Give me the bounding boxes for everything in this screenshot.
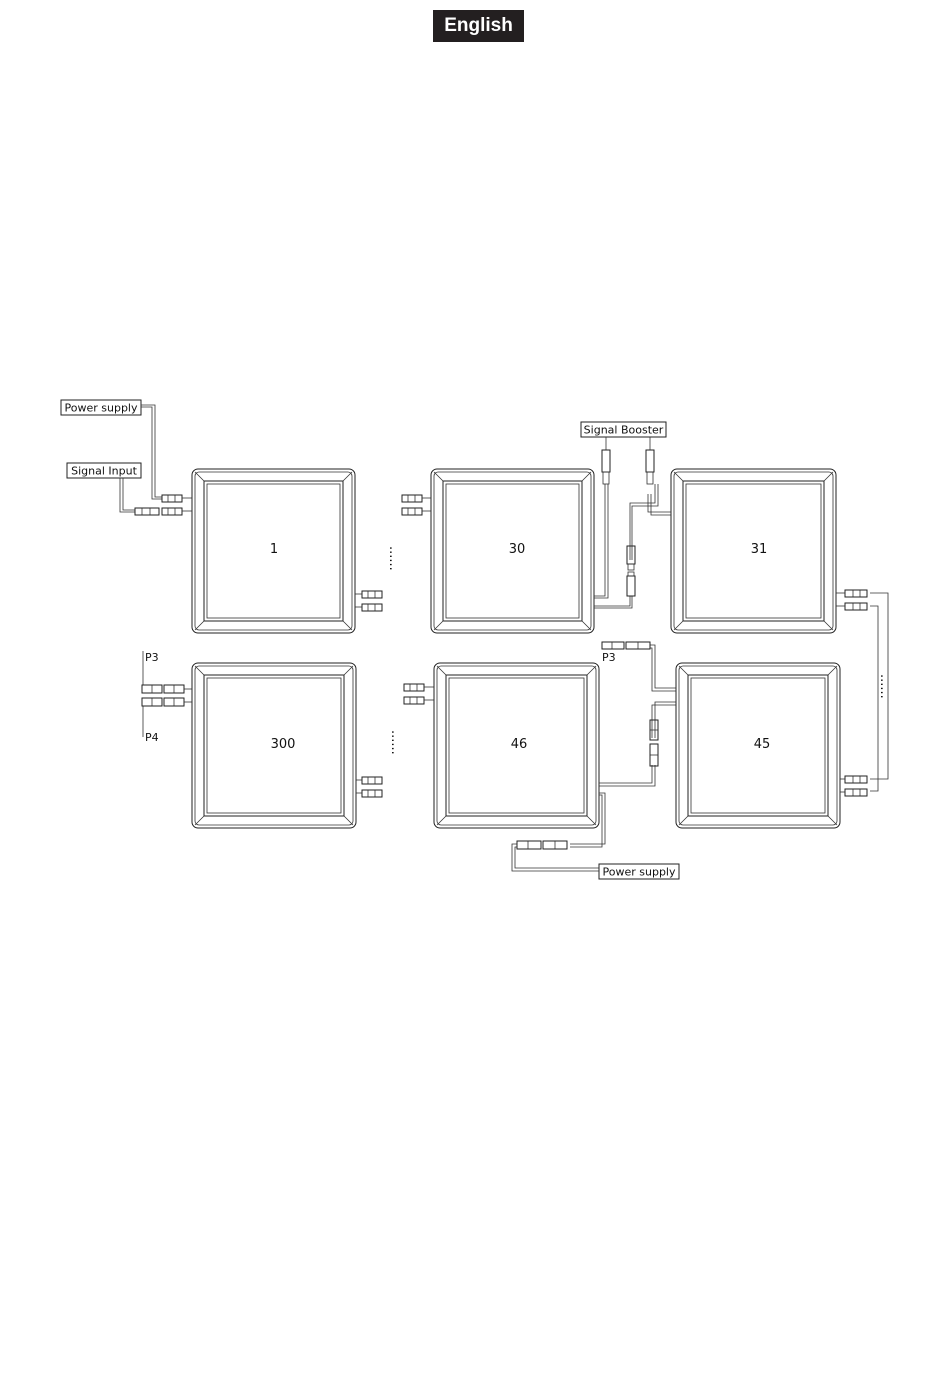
connector-icon <box>836 590 867 597</box>
connector-icon <box>404 684 434 691</box>
connector-icon <box>162 495 192 502</box>
panel-45: 45 <box>676 663 840 828</box>
connector-icon <box>356 777 382 784</box>
connector-icon <box>402 495 431 502</box>
connector-icon <box>142 685 192 693</box>
panel-31: 31 <box>671 469 836 633</box>
wires <box>120 405 888 871</box>
connector-icon <box>627 546 635 570</box>
connector-icon <box>355 591 382 598</box>
connector-icon <box>162 508 192 515</box>
panel-30: 30 <box>431 469 594 633</box>
svg-text:Power supply: Power supply <box>65 402 138 415</box>
ellipsis-top: ...... <box>386 546 401 571</box>
connector-icon <box>356 790 382 797</box>
connector-icon <box>646 437 654 484</box>
svg-text:Signal Booster: Signal Booster <box>584 424 664 437</box>
panel-300: 300 <box>192 663 356 828</box>
panel-46: 46 <box>434 663 599 828</box>
panel-number: 30 <box>509 542 526 557</box>
connector-icon <box>404 697 434 704</box>
ellipsis-right: ...... <box>877 674 892 699</box>
connector-icon <box>602 642 650 649</box>
panel-number: 300 <box>271 737 296 752</box>
panel-number: 1 <box>270 542 278 557</box>
svg-text:Signal Input: Signal Input <box>71 465 137 478</box>
signal-input-label: Signal Input <box>67 463 141 478</box>
p3-right-label: P3 <box>602 651 616 664</box>
panel-number: 31 <box>751 542 768 557</box>
connector-icon <box>627 572 635 596</box>
connector-icon <box>402 508 431 515</box>
connector-icon <box>355 604 382 611</box>
connector-icon <box>840 776 867 783</box>
power-supply-top-label: Power supply <box>61 400 141 415</box>
signal-booster-label: Signal Booster <box>581 422 666 437</box>
panel-number: 46 <box>511 737 528 752</box>
connector-icon <box>602 437 610 484</box>
connector-icon <box>836 603 867 610</box>
ellipsis-bottom: ...... <box>388 730 403 755</box>
connector-icon <box>650 720 658 766</box>
connector-icon <box>142 698 192 706</box>
p4-left-label: P4 <box>145 731 159 744</box>
power-supply-bottom-label: Power supply <box>599 864 679 879</box>
p3-left-label: P3 <box>145 651 159 664</box>
panel-number: 45 <box>754 737 771 752</box>
connector-icon <box>135 508 159 515</box>
connector-icon <box>840 789 867 796</box>
connectors <box>135 437 867 849</box>
panel-1: 1 <box>192 469 355 633</box>
connector-icon <box>517 841 567 849</box>
svg-text:Power supply: Power supply <box>603 866 676 879</box>
